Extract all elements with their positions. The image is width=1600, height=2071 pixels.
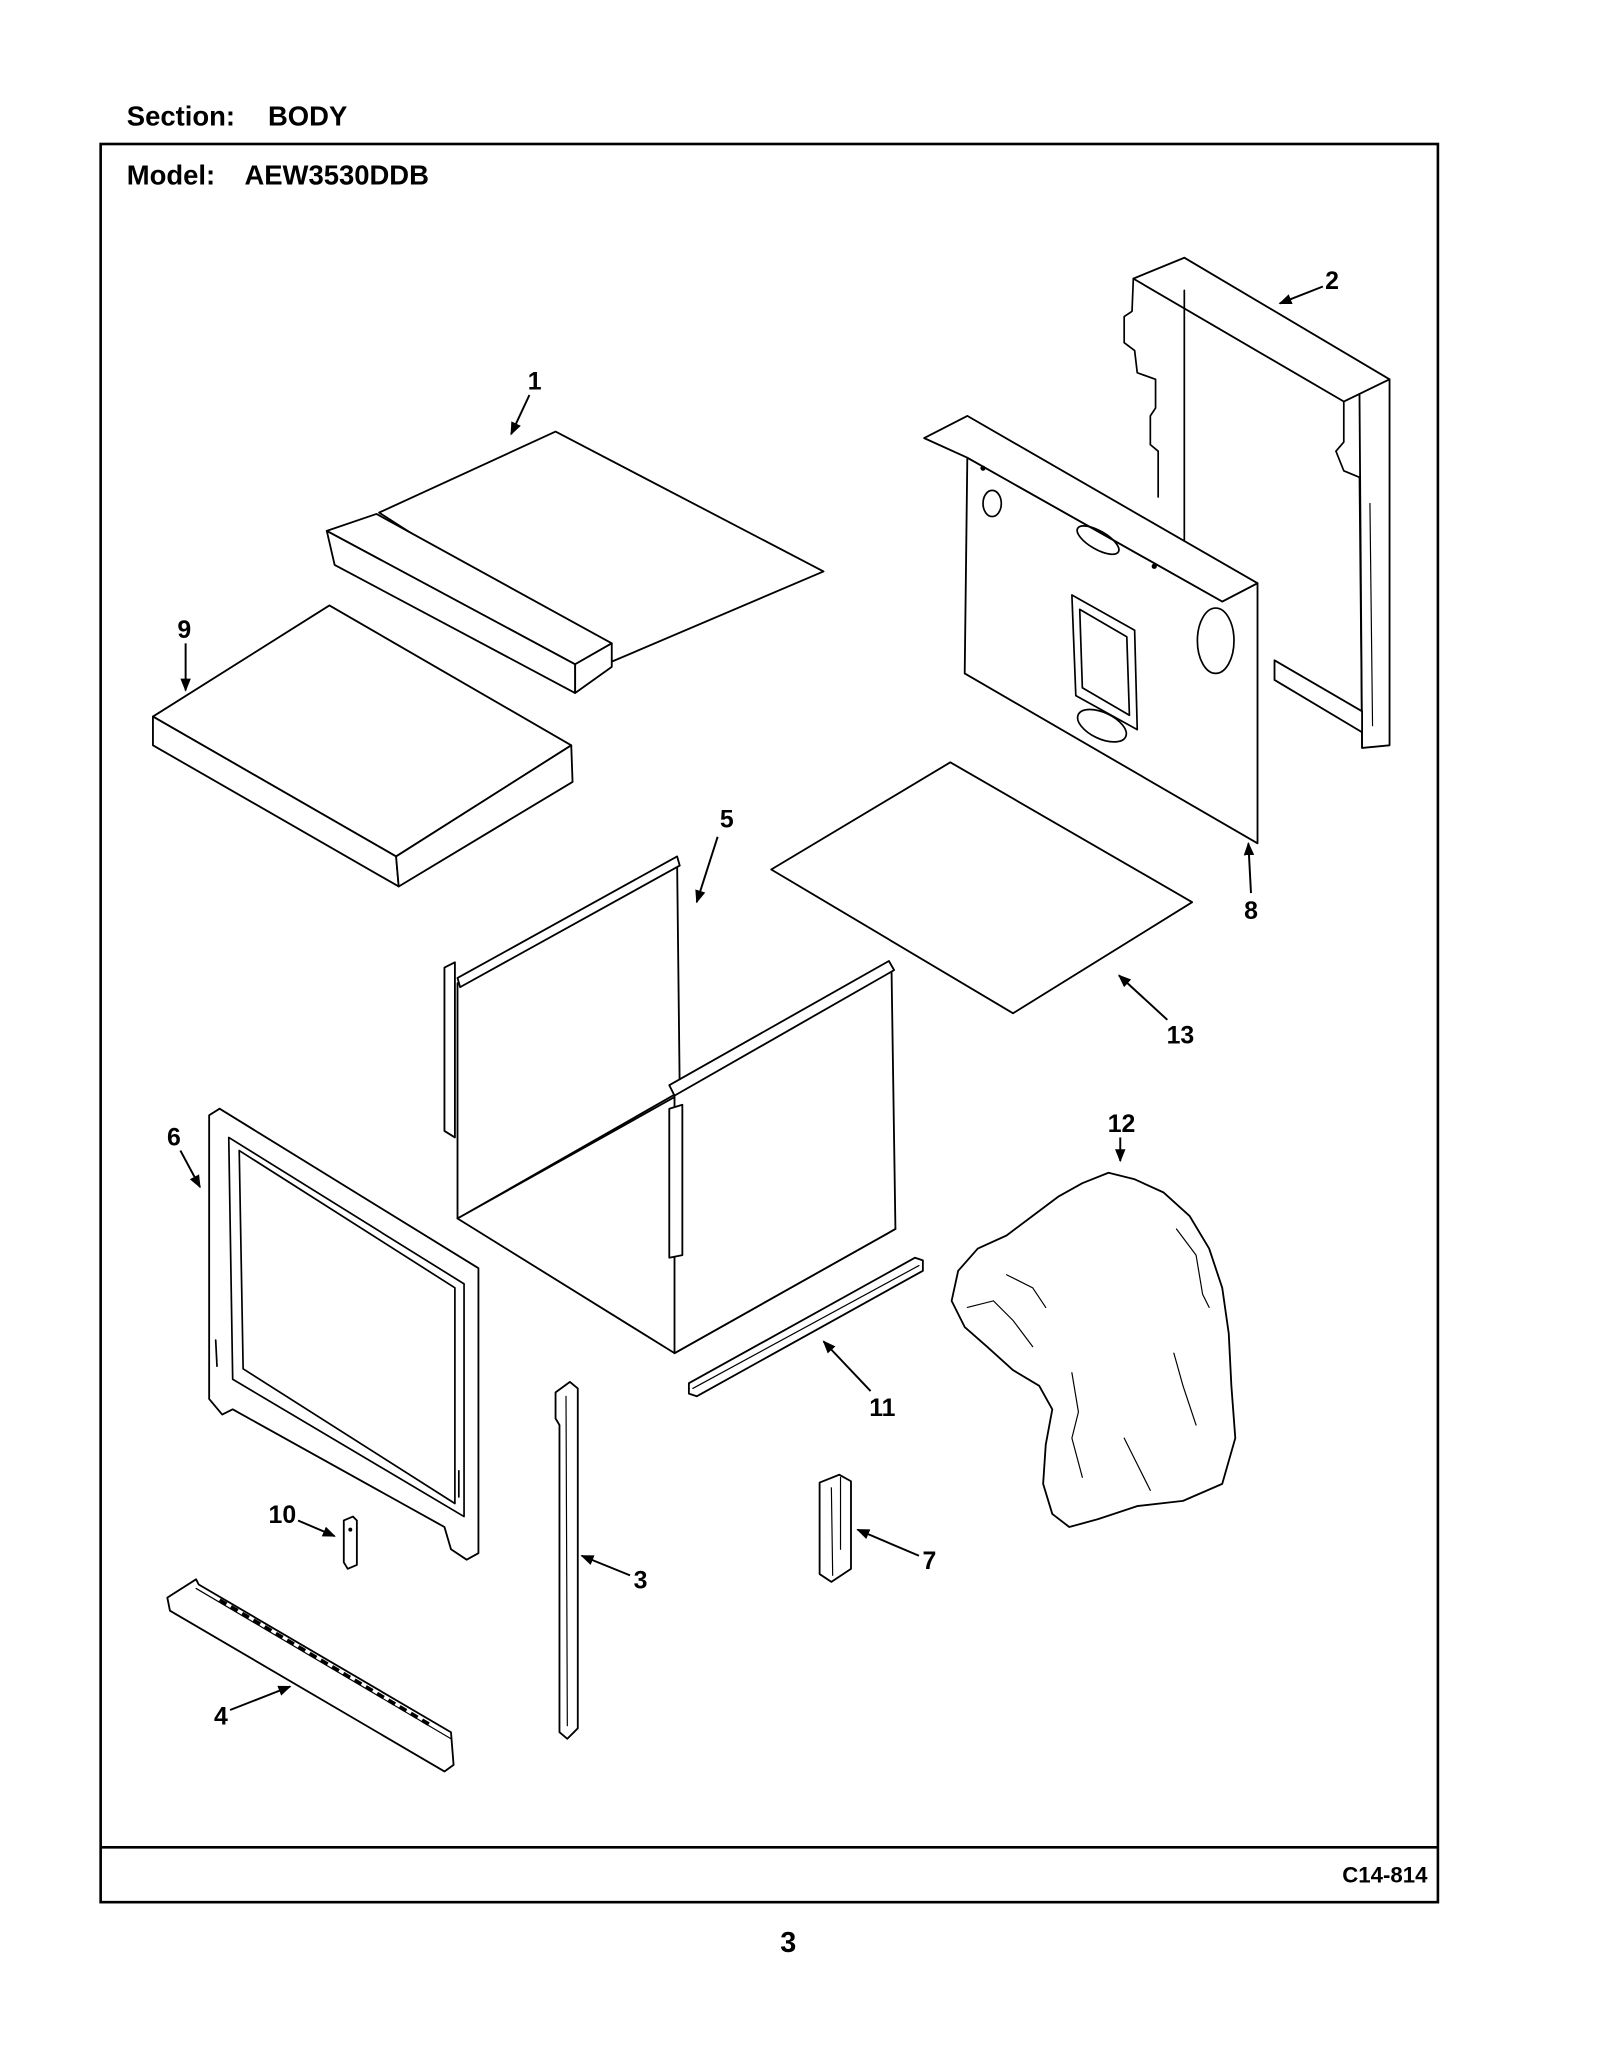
callout-label-11: 11 bbox=[869, 1395, 895, 1422]
section-name: BODY bbox=[268, 101, 347, 132]
callout-label-1: 1 bbox=[528, 369, 542, 396]
part-6-door-frame bbox=[208, 1107, 480, 1561]
callout-label-10: 10 bbox=[269, 1502, 297, 1529]
part-11-rail bbox=[687, 1256, 924, 1398]
diagram-frame bbox=[99, 142, 1440, 1904]
callout-label-12: 12 bbox=[1108, 1111, 1136, 1138]
part-5-cabinet bbox=[443, 855, 897, 1355]
callout-arrow-8 bbox=[1243, 842, 1255, 894]
callout-arrow-3 bbox=[580, 1554, 631, 1577]
part-4-bottom-rail bbox=[166, 1578, 455, 1773]
callout-arrow-13 bbox=[1117, 974, 1168, 1021]
part-8-back-panel bbox=[923, 414, 1259, 845]
model-number: AEW3530DDB bbox=[244, 160, 429, 191]
section-label: Section: bbox=[127, 101, 235, 132]
callout-arrow-11 bbox=[822, 1340, 872, 1392]
part-7-bracket bbox=[818, 1473, 852, 1583]
model-label: Model: bbox=[127, 160, 215, 191]
callout-label-9: 9 bbox=[177, 617, 191, 644]
callout-label-7: 7 bbox=[923, 1548, 937, 1575]
callout-label-5: 5 bbox=[720, 807, 734, 834]
callout-arrow-6 bbox=[179, 1150, 201, 1189]
part-13-sheet bbox=[770, 761, 1194, 1015]
part-2-back-frame bbox=[1123, 256, 1391, 749]
callout-arrow-7 bbox=[856, 1528, 920, 1557]
page-number: 3 bbox=[780, 1927, 796, 1959]
callout-label-3: 3 bbox=[634, 1567, 648, 1594]
figure-code: C14-814 bbox=[1342, 1863, 1428, 1888]
part-1-top-panel bbox=[325, 430, 825, 694]
part-9-top-cover bbox=[152, 604, 574, 888]
callout-label-4: 4 bbox=[214, 1703, 228, 1730]
callout-label-8: 8 bbox=[1244, 898, 1258, 925]
callout-arrow-5 bbox=[695, 836, 719, 904]
callout-label-6: 6 bbox=[167, 1124, 181, 1151]
callout-label-2: 2 bbox=[1325, 268, 1339, 295]
part-10-clip bbox=[342, 1515, 358, 1570]
part-3-vertical-strip bbox=[554, 1380, 579, 1740]
callout-arrow-4 bbox=[229, 1685, 292, 1711]
callout-arrow-2 bbox=[1278, 285, 1324, 305]
callout-arrow-10 bbox=[297, 1519, 336, 1538]
part-12-insulation bbox=[950, 1171, 1237, 1528]
callout-arrow-1 bbox=[510, 394, 531, 436]
callout-label-13: 13 bbox=[1167, 1022, 1195, 1049]
